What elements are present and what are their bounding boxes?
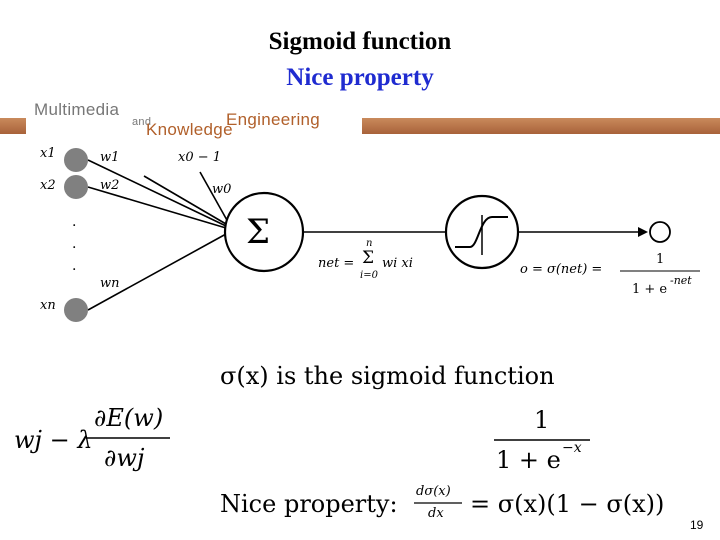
net-lhs: net = xyxy=(318,256,355,271)
logo-word-and: and xyxy=(132,116,152,128)
label-wn: wn xyxy=(100,276,120,291)
label-w0: w0 xyxy=(212,182,232,197)
net-lower-limit: i=0 xyxy=(360,270,378,281)
slide-title: Sigmoid function xyxy=(268,28,452,55)
output-lhs: o = σ(net) = xyxy=(520,262,603,277)
label-x2: x2 xyxy=(40,178,56,193)
label-x0: x0 − 1 xyxy=(178,150,222,165)
label-x1: x1 xyxy=(40,146,56,161)
output-exponent: -net xyxy=(670,274,692,287)
ellipsis-dot-2: · xyxy=(72,240,77,256)
edge-xn xyxy=(87,233,227,311)
net-sigma: Σ xyxy=(362,248,375,268)
update-numerator: ∂E(w) xyxy=(94,404,164,432)
sigmoid-denominator: 1 + e xyxy=(496,446,561,474)
output-node xyxy=(649,221,671,243)
sigmoid-statement: σ(x) is the sigmoid function xyxy=(220,362,555,390)
logo-word-engineering: Engineering xyxy=(226,110,321,129)
update-lhs: wj − λ xyxy=(14,426,93,454)
edge-bias xyxy=(199,171,229,223)
nice-property-label: Nice property: xyxy=(220,490,398,518)
output-denominator: 1 + e xyxy=(632,282,668,297)
input-node-x1 xyxy=(64,148,88,172)
logo-word-knowledge: Knowledge xyxy=(146,120,233,139)
ellipsis-dot-1: · xyxy=(72,218,77,234)
input-node-xn xyxy=(64,298,88,322)
deriv-rhs: = σ(x)(1 − σ(x)) xyxy=(470,490,665,518)
sigmoid-exponent: −x xyxy=(562,440,582,456)
logo xyxy=(26,98,362,140)
net-term: wi xi xyxy=(382,256,413,271)
ellipsis-dot-3: · xyxy=(72,262,77,278)
sigmoid-numerator: 1 xyxy=(534,406,550,434)
label-w1: w1 xyxy=(100,150,120,165)
logo-word-multimedia: Multimedia xyxy=(34,100,120,119)
summation-node xyxy=(223,191,305,273)
deriv-numerator: dσ(x) xyxy=(416,484,451,499)
output-numerator: 1 xyxy=(656,252,665,267)
input-node-x2 xyxy=(64,175,88,199)
edge-x2 xyxy=(87,186,227,229)
sigmoid-curve-icon xyxy=(455,216,508,248)
arrow-head xyxy=(638,227,648,237)
slide-number: 19 xyxy=(690,518,704,532)
label-w2: w2 xyxy=(100,178,120,193)
sum-symbol: Σ xyxy=(246,212,271,252)
edge-upper xyxy=(143,175,227,225)
label-xn: xn xyxy=(40,298,56,313)
slide-subtitle: Nice property xyxy=(286,64,434,91)
edge-x1 xyxy=(87,159,227,227)
net-upper-limit: n xyxy=(366,238,373,249)
update-denominator: ∂wj xyxy=(104,444,145,472)
deriv-denominator: dx xyxy=(428,506,444,521)
